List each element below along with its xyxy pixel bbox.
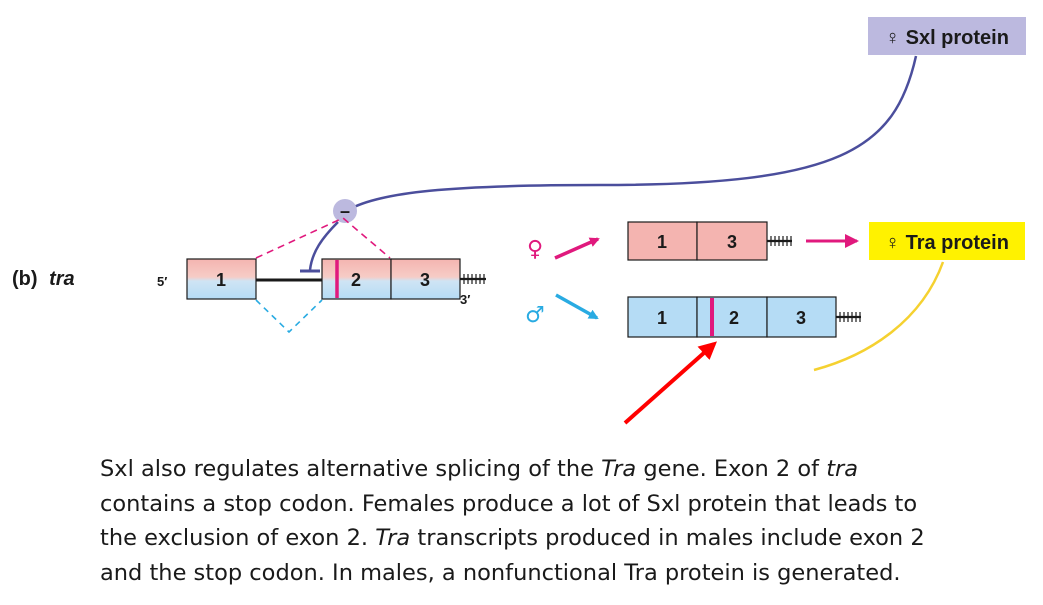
panel-letter: (b) xyxy=(12,268,38,290)
female-arrow xyxy=(554,237,600,260)
five-prime-label: 5′ xyxy=(157,274,167,289)
stop-codon-highlight-arrow xyxy=(623,341,717,425)
pre-exon-2-box xyxy=(321,258,392,300)
male-splice-path xyxy=(255,299,323,334)
svg-text:♀ Sxl protein: ♀ Sxl protein xyxy=(885,27,1009,49)
pre-polya-tail xyxy=(460,274,486,284)
male-exon-1-label: 1 xyxy=(657,308,667,328)
male-exon-1-box xyxy=(627,296,698,338)
three-prime-label: 3′ xyxy=(460,292,470,307)
inhibition-line xyxy=(308,221,339,271)
svg-text:♀ Tra protein: ♀ Tra protein xyxy=(885,232,1009,254)
pre-exon-1-label: 1 xyxy=(216,270,226,290)
female-symbol: ♀ xyxy=(527,237,543,262)
caption-text: gene. Exon 2 of xyxy=(636,456,827,482)
male-exon-3-label: 3 xyxy=(796,308,806,328)
caption-text: transcripts produced in males include ex… xyxy=(410,525,925,552)
pre-exon-2-label: 2 xyxy=(351,270,361,290)
male-symbol: ♂ xyxy=(525,303,545,328)
sxl-protein-label: ♀ Sxl protein xyxy=(868,17,1026,55)
female-exon-1-box xyxy=(627,221,698,261)
caption-text: Sxl also regulates alternative splicing … xyxy=(100,456,602,482)
gene-name: tra xyxy=(49,268,75,290)
sxl-regulation-curve xyxy=(347,55,918,212)
female-exon-3-label: 3 xyxy=(727,232,737,252)
female-exon-3-box xyxy=(696,221,768,261)
female-splice-path xyxy=(255,217,391,259)
repressor-circle: – xyxy=(333,199,357,223)
male-mrna: 1 2 3 xyxy=(627,296,861,338)
tra-protein-text: ♀ Tra protein xyxy=(885,232,1009,254)
female-polya-tail xyxy=(767,236,792,246)
pre-exon-3-label: 3 xyxy=(420,270,430,290)
caption-gene-italic: tra xyxy=(826,456,859,482)
pre-mrna: 1 2 3 3′ xyxy=(186,217,486,334)
female-exon-1-label: 1 xyxy=(657,232,667,252)
pre-exon-1-box xyxy=(186,258,257,300)
caption-line-2: contains a stop codon. Females produce a… xyxy=(100,490,918,517)
caption-gene-italic: Tra xyxy=(601,456,637,482)
caption-gene-italic: Tra xyxy=(375,525,411,552)
panel-label: (b) tra xyxy=(12,268,75,290)
tra-feedback-curve xyxy=(813,261,945,372)
male-exon-2-box xyxy=(696,296,768,338)
caption: Sxl also regulates alternative splicing … xyxy=(100,452,1000,590)
sxl-protein-text: ♀ Sxl protein xyxy=(885,27,1009,49)
tra-protein-label: ♀ Tra protein xyxy=(869,222,1025,260)
male-exon-2-label: 2 xyxy=(729,308,739,328)
tra-splicing-diagram: ♀ Sxl protein – (b) tra 5′ 1 2 3 xyxy=(12,17,1026,425)
caption-text: the exclusion of exon 2. xyxy=(100,525,376,552)
caption-line-1: Sxl also regulates alternative splicing … xyxy=(100,452,1000,487)
male-arrow xyxy=(555,293,599,320)
caption-line-3: the exclusion of exon 2. Tra transcripts… xyxy=(100,521,1000,556)
caption-line-4: and the stop codon. In males, a nonfunct… xyxy=(100,559,901,586)
male-polya-tail xyxy=(836,312,861,322)
female-mrna: 1 3 xyxy=(627,221,792,261)
repressor-symbol: – xyxy=(340,201,350,221)
